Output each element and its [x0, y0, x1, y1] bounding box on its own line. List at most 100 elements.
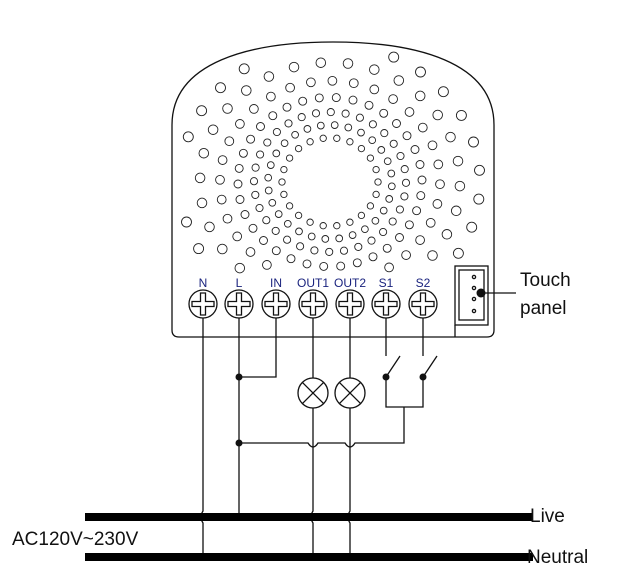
terminal-label: L — [236, 276, 243, 290]
terminal-s2: S2 — [408, 276, 438, 319]
speaker-hole — [217, 243, 228, 255]
speaker-hole — [433, 159, 444, 170]
speaker-hole — [285, 154, 294, 162]
speaker-hole — [383, 157, 392, 166]
speaker-hole — [182, 131, 194, 143]
speaker-hole — [327, 75, 338, 86]
speaker-hole — [297, 113, 306, 122]
speaker-hole — [427, 140, 438, 151]
speaker-hole — [441, 229, 453, 240]
speaker-hole — [234, 262, 246, 274]
speaker-hole — [357, 128, 365, 137]
speaker-hole — [372, 165, 380, 174]
speaker-hole — [346, 138, 354, 146]
speaker-hole — [278, 178, 286, 186]
speaker-hole — [268, 111, 278, 121]
speaker-hole — [310, 246, 319, 255]
speaker-hole — [432, 109, 443, 121]
speaker-hole — [388, 94, 398, 104]
speaker-hole — [379, 108, 389, 118]
speaker-hole — [216, 194, 227, 205]
terminal-s1: S1 — [371, 276, 401, 319]
speaker-hole — [204, 221, 215, 233]
speaker-hole — [400, 165, 409, 174]
speaker-hole — [222, 103, 233, 114]
speaker-hole — [271, 226, 280, 235]
speaker-hole — [325, 247, 334, 256]
speaker-hole — [336, 261, 346, 271]
terminal-label: S1 — [379, 276, 394, 290]
speaker-hole — [333, 134, 341, 142]
speaker-hole — [401, 250, 411, 260]
speaker-hole — [416, 191, 426, 201]
speaker-hole — [452, 247, 464, 259]
speaker-hole — [374, 178, 382, 186]
speaker-hole — [425, 217, 436, 228]
speaker-hole — [372, 190, 380, 199]
speaker-hole — [233, 179, 243, 189]
speaker-hole — [294, 211, 303, 220]
speaker-hole — [288, 61, 300, 73]
neutral-bus — [85, 553, 533, 561]
speaker-hole — [395, 233, 404, 242]
speaker-hole — [251, 190, 260, 199]
speaker-hole — [369, 84, 380, 95]
speaker-hole — [238, 63, 250, 75]
speaker-hole — [395, 205, 404, 214]
speaker-hole — [357, 211, 366, 220]
speaker-hole — [388, 51, 400, 63]
speaker-hole — [315, 57, 327, 68]
speaker-hole — [417, 175, 427, 185]
panel-label: panel — [520, 298, 567, 319]
speaker-hole — [262, 260, 272, 270]
speaker-hole — [348, 78, 359, 89]
speaker-hole — [414, 90, 426, 102]
speaker-hole — [291, 130, 299, 139]
terminal-label: IN — [270, 276, 282, 290]
speaker-hole — [266, 91, 276, 102]
speaker-hole — [295, 227, 303, 236]
speaker-hole — [319, 222, 327, 230]
speaker-hole — [306, 218, 314, 226]
speaker-hole — [284, 119, 293, 128]
speaker-hole — [311, 109, 321, 118]
supply-voltage-label: AC120V~230V — [12, 529, 139, 550]
speaker-hole — [415, 160, 425, 169]
speaker-hole — [263, 138, 272, 147]
device-body — [171, 41, 495, 338]
speaker-hole — [387, 182, 396, 191]
terminal-n: N — [188, 276, 218, 319]
speaker-hole — [280, 139, 289, 148]
speaker-hole — [364, 100, 374, 110]
speaker-hole — [339, 246, 349, 255]
speaker-hole — [271, 246, 281, 256]
speaker-hole — [455, 109, 467, 121]
speaker-hole — [361, 225, 369, 234]
speaker-hole — [450, 205, 462, 217]
terminal-l: L — [224, 276, 254, 319]
screw-icon — [188, 289, 218, 319]
speaker-hole — [272, 127, 281, 137]
speaker-hole — [437, 86, 449, 98]
speaker-hole — [266, 161, 275, 169]
neutral-label: Neutral — [527, 547, 588, 568]
speaker-hole — [264, 173, 273, 182]
speaker-hole — [335, 234, 344, 243]
speaker-hole — [298, 96, 308, 106]
speaker-hole — [296, 242, 305, 251]
speaker-hole — [251, 163, 260, 172]
speaker-hole — [415, 235, 425, 245]
speaker-hole — [385, 195, 394, 203]
screw-icon — [335, 289, 365, 319]
speaker-hole — [241, 85, 252, 96]
speaker-hole — [264, 186, 273, 195]
speaker-hole — [235, 119, 245, 129]
speaker-hole — [294, 144, 303, 153]
speaker-hole — [181, 216, 192, 228]
speaker-hole — [268, 198, 277, 207]
speaker-hole — [316, 121, 325, 130]
terminal-label: OUT1 — [297, 276, 329, 290]
wires — [200, 318, 438, 557]
speaker-hole — [401, 178, 411, 187]
speaker-hole — [412, 206, 422, 216]
